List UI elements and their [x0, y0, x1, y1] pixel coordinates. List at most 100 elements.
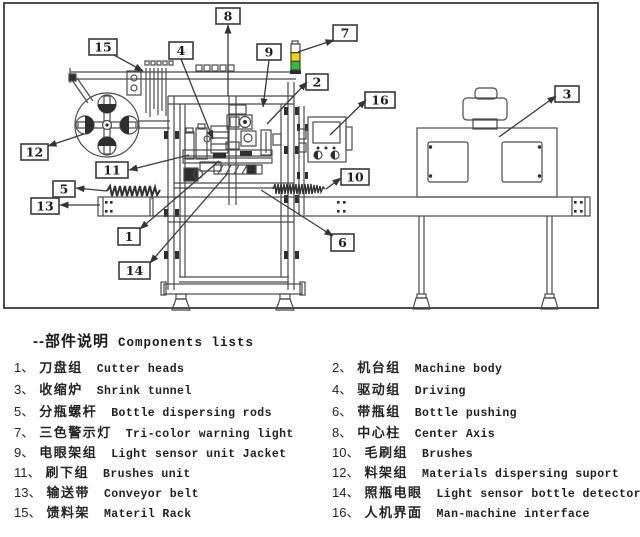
- callout-label: 9: [265, 45, 274, 60]
- component-name-en: Light sensor bottle detector: [436, 488, 640, 501]
- callout-box: [88, 38, 118, 56]
- callout-label: 1: [125, 229, 134, 244]
- brush-coil: [272, 183, 326, 195]
- component-name-cn: 机台组: [357, 360, 401, 375]
- component-item: 9、电眼架组 Light sensor unit Jacket: [14, 442, 324, 461]
- callout-leader: [180, 58, 214, 140]
- component-number: 6、: [332, 404, 353, 419]
- component-name-en: Bottle pushing: [414, 407, 517, 420]
- callout-leader: [149, 172, 229, 264]
- component-name-cn: 驱动组: [357, 382, 401, 397]
- callout-12: 12: [20, 133, 85, 161]
- component-number: 13、: [14, 485, 42, 500]
- callout-leader: [260, 189, 334, 237]
- component-item: 3、收缩炉 Shrink tunnel: [14, 379, 324, 398]
- callout-label: 10: [346, 170, 364, 185]
- post-clamps: [164, 107, 299, 259]
- callout-box: [330, 233, 355, 252]
- component-item: 15、馈料架 Materil Rack: [14, 502, 324, 521]
- component-number: 8、: [332, 425, 353, 440]
- callout-9: 9: [256, 43, 282, 108]
- callout-box: [117, 227, 141, 246]
- component-name-en: Materials dispersing suport: [421, 468, 620, 481]
- component-name-en: Light sensor unit Jacket: [111, 448, 287, 461]
- component-name-en: Shrink tunnel: [96, 385, 192, 398]
- component-item: 6、带瓶组 Bottle pushing: [332, 401, 638, 420]
- component-number: 1、: [14, 360, 35, 375]
- callout-box: [554, 85, 580, 103]
- warning-light: [290, 40, 301, 74]
- callout-5: 5: [52, 180, 108, 198]
- component-name-en: Machine body: [414, 363, 503, 376]
- component-name-cn: 电眼架组: [39, 445, 98, 460]
- callout-7: 7: [297, 24, 358, 53]
- component-number: 3、: [14, 382, 35, 397]
- callout-label: 5: [60, 182, 69, 197]
- component-number: 14、: [332, 485, 360, 500]
- component-item: 12、料架组 Materials dispersing suport: [332, 462, 638, 481]
- callout-label: 3: [563, 87, 572, 102]
- component-number: 11、: [14, 465, 41, 480]
- component-number: 5、: [14, 404, 35, 419]
- callout-16: 16: [329, 91, 396, 136]
- callout-3: 3: [498, 85, 580, 138]
- callout-label: 14: [126, 263, 144, 278]
- callout-label: 6: [338, 235, 347, 250]
- component-name-en: Tri-color warning light: [125, 428, 294, 441]
- label-film-reel: [68, 73, 170, 158]
- component-name-cn: 人机界面: [364, 505, 423, 520]
- component-name-cn: 馈料架: [46, 505, 90, 520]
- callout-box: [340, 168, 370, 186]
- callout-leader: [113, 54, 144, 72]
- callout-leader: [75, 185, 108, 193]
- component-name-en: Driving: [414, 385, 466, 398]
- component-name-en: Cutter heads: [96, 363, 185, 376]
- component-number: 12、: [332, 465, 360, 480]
- component-number: 9、: [14, 445, 35, 460]
- callout-leader: [325, 177, 342, 190]
- callout-leader: [498, 95, 557, 138]
- callout-label: 2: [313, 75, 322, 90]
- component-number: 15、: [14, 505, 42, 520]
- callout-box: [118, 261, 151, 280]
- material-rack: [126, 60, 174, 117]
- component-item: 1、刀盘组 Cutter heads: [14, 357, 324, 376]
- tunnel-motor-neck: [472, 118, 498, 130]
- callout-leader: [266, 81, 308, 125]
- component-name-en: Center Axis: [414, 428, 496, 441]
- hmi-screen: [312, 121, 341, 144]
- component-name-cn: 分瓶螺杆: [39, 404, 98, 419]
- callout-8: 8: [215, 7, 241, 96]
- components-column-left: 1、刀盘组 Cutter heads 3、收缩炉 Shrink tunnel 5、分瓶螺…: [14, 357, 324, 522]
- callout-11: 11: [95, 154, 190, 179]
- callout-6: 6: [260, 189, 355, 252]
- shrink-tunnel: [412, 87, 559, 310]
- callout-label: 16: [371, 93, 389, 108]
- component-name-cn: 刀盘组: [39, 360, 83, 375]
- callout-label: 12: [26, 145, 43, 160]
- callout-box: [30, 197, 60, 215]
- component-name-cn: 收缩炉: [39, 382, 83, 397]
- callout-10: 10: [325, 168, 370, 190]
- callout-15: 15: [88, 38, 144, 72]
- callout-label: 11: [103, 163, 120, 178]
- component-number: 10、: [332, 445, 360, 460]
- conveyor-belt: [97, 196, 591, 217]
- component-name-cn: 料架组: [364, 465, 408, 480]
- component-name-en: Materil Rack: [103, 508, 192, 521]
- component-name-en: Brushes unit: [103, 468, 191, 481]
- component-name-cn: 带瓶组: [357, 404, 401, 419]
- callout-box: [52, 180, 76, 198]
- callout-leader: [260, 59, 270, 108]
- callout-leader: [47, 133, 85, 147]
- component-name-en: Brushes: [421, 448, 474, 461]
- callout-leader: [139, 160, 220, 230]
- tunnel-door: [501, 141, 543, 183]
